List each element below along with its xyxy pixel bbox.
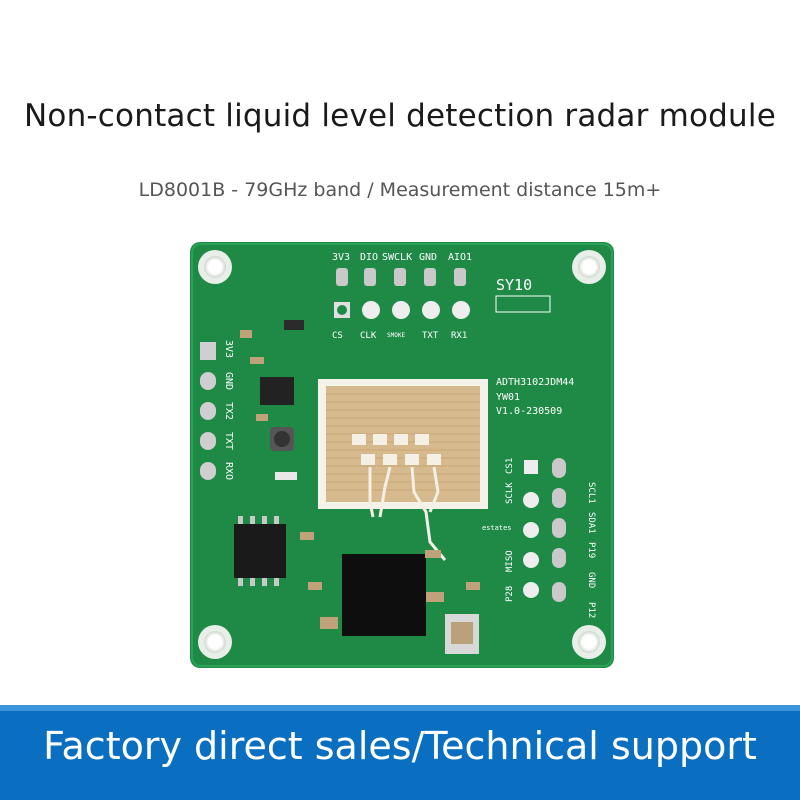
antenna-hatch — [326, 393, 480, 491]
pad-label: TXT — [422, 331, 439, 341]
radar-soc — [342, 554, 426, 636]
board-marking: SY10 — [496, 276, 532, 294]
top-pin-holes — [334, 268, 470, 319]
radar-module-photo: 3V3 DIO SWCLK GND AIO1 CS CLK SMOKE TXT … — [190, 242, 614, 668]
antenna-feedlines — [368, 466, 447, 561]
mounting-holes — [198, 250, 606, 659]
svg-text:P12: P12 — [586, 602, 596, 618]
svg-text:CS1: CS1 — [505, 458, 515, 474]
right-outer-labels: SCL1 SDA1 P19 GND P12 — [586, 482, 596, 618]
soic-chip — [234, 524, 286, 578]
pin-label: GND — [419, 252, 437, 263]
svg-text:GND: GND — [223, 372, 234, 390]
top-pad-labels: CS CLK SMOKE TXT RX1 — [332, 331, 467, 341]
svg-text:RXO: RXO — [223, 462, 234, 480]
page-title: Non-contact liquid level detection radar… — [24, 98, 776, 134]
left-pin-holes — [200, 342, 216, 480]
small-label: estates — [482, 524, 512, 532]
pad-label: RX1 — [451, 331, 467, 341]
svg-text:SCL1: SCL1 — [586, 482, 596, 504]
svg-text:P28: P28 — [505, 586, 515, 602]
pad-label: CS — [332, 331, 343, 341]
footer-banner-highlight — [0, 705, 800, 711]
right-inner-labels: SCLK CS1 MISO P28 — [505, 458, 515, 602]
svg-text:YW01: YW01 — [496, 392, 520, 403]
svg-text:ADTH3102JDM44: ADTH3102JDM44 — [496, 377, 574, 388]
svg-text:3V3: 3V3 — [223, 340, 234, 358]
regulator-chip — [260, 377, 294, 405]
antenna-patches — [352, 434, 441, 465]
pcb-board: 3V3 DIO SWCLK GND AIO1 CS CLK SMOKE TXT … — [190, 242, 614, 668]
top-pin-labels: 3V3 DIO SWCLK GND AIO1 — [332, 252, 472, 263]
svg-text:V1.0-230509: V1.0-230509 — [496, 406, 562, 417]
svg-text:SDA1: SDA1 — [586, 512, 596, 534]
pad-label: CLK — [360, 331, 377, 341]
footer-banner-text: Factory direct sales/Technical support — [43, 724, 757, 768]
footer-banner — [0, 705, 800, 800]
svg-text:P19: P19 — [586, 542, 596, 558]
svg-text:GND: GND — [586, 572, 596, 588]
part-marking: ADTH3102JDM44 YW01 V1.0-230509 — [496, 377, 574, 417]
page-subtitle: LD8001B - 79GHz band / Measurement dista… — [138, 179, 662, 201]
svg-text:TX2: TX2 — [223, 402, 234, 420]
svg-text:SCLK: SCLK — [505, 482, 515, 504]
right-pin-holes — [523, 458, 566, 602]
pin-label: AIO1 — [448, 252, 472, 263]
svg-text:MISO: MISO — [505, 550, 515, 572]
pin-label: DIO — [360, 252, 378, 263]
left-pin-labels: 3V3 GND TX2 TXT RXO — [223, 340, 234, 480]
pad-label: SMOKE — [387, 332, 405, 339]
pin-label: SWCLK — [382, 252, 412, 263]
smd-components — [234, 320, 480, 654]
svg-text:TXT: TXT — [223, 432, 234, 450]
pin-label: 3V3 — [332, 252, 350, 263]
